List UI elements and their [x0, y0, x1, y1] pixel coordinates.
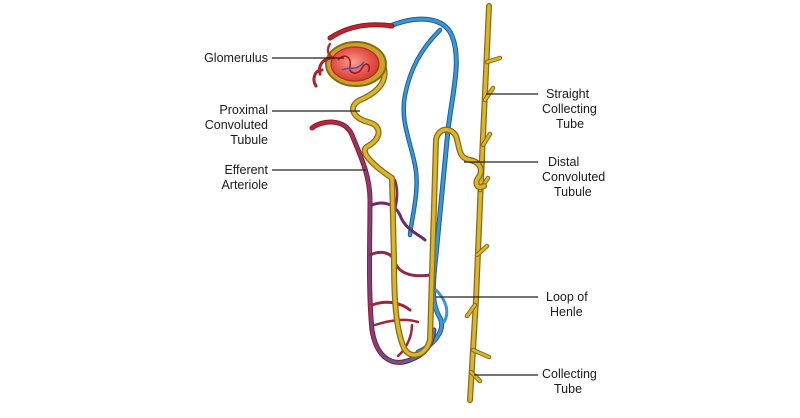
straight-collecting-tube: [464, 3, 503, 403]
venous-vessels: [387, 16, 459, 355]
label-loop-of-henle: Loop of Henle: [546, 290, 588, 319]
label-distal-convoluted-tubule: Distal Convoluted Tubule: [542, 155, 606, 199]
label-collecting-tube: Collecting Tube: [542, 367, 597, 396]
glomerulus-illustration: [312, 41, 387, 88]
label-straight-collecting-tube: Straight Collecting Tube: [542, 87, 597, 131]
label-proximal-convoluted-tubule: Proximal Convoluted Tubule: [204, 103, 268, 147]
label-glomerulus: Glomerulus: [204, 51, 268, 65]
leader-lines: [272, 57, 538, 376]
label-efferent-arteriole: Efferent Arteriole: [221, 163, 268, 192]
